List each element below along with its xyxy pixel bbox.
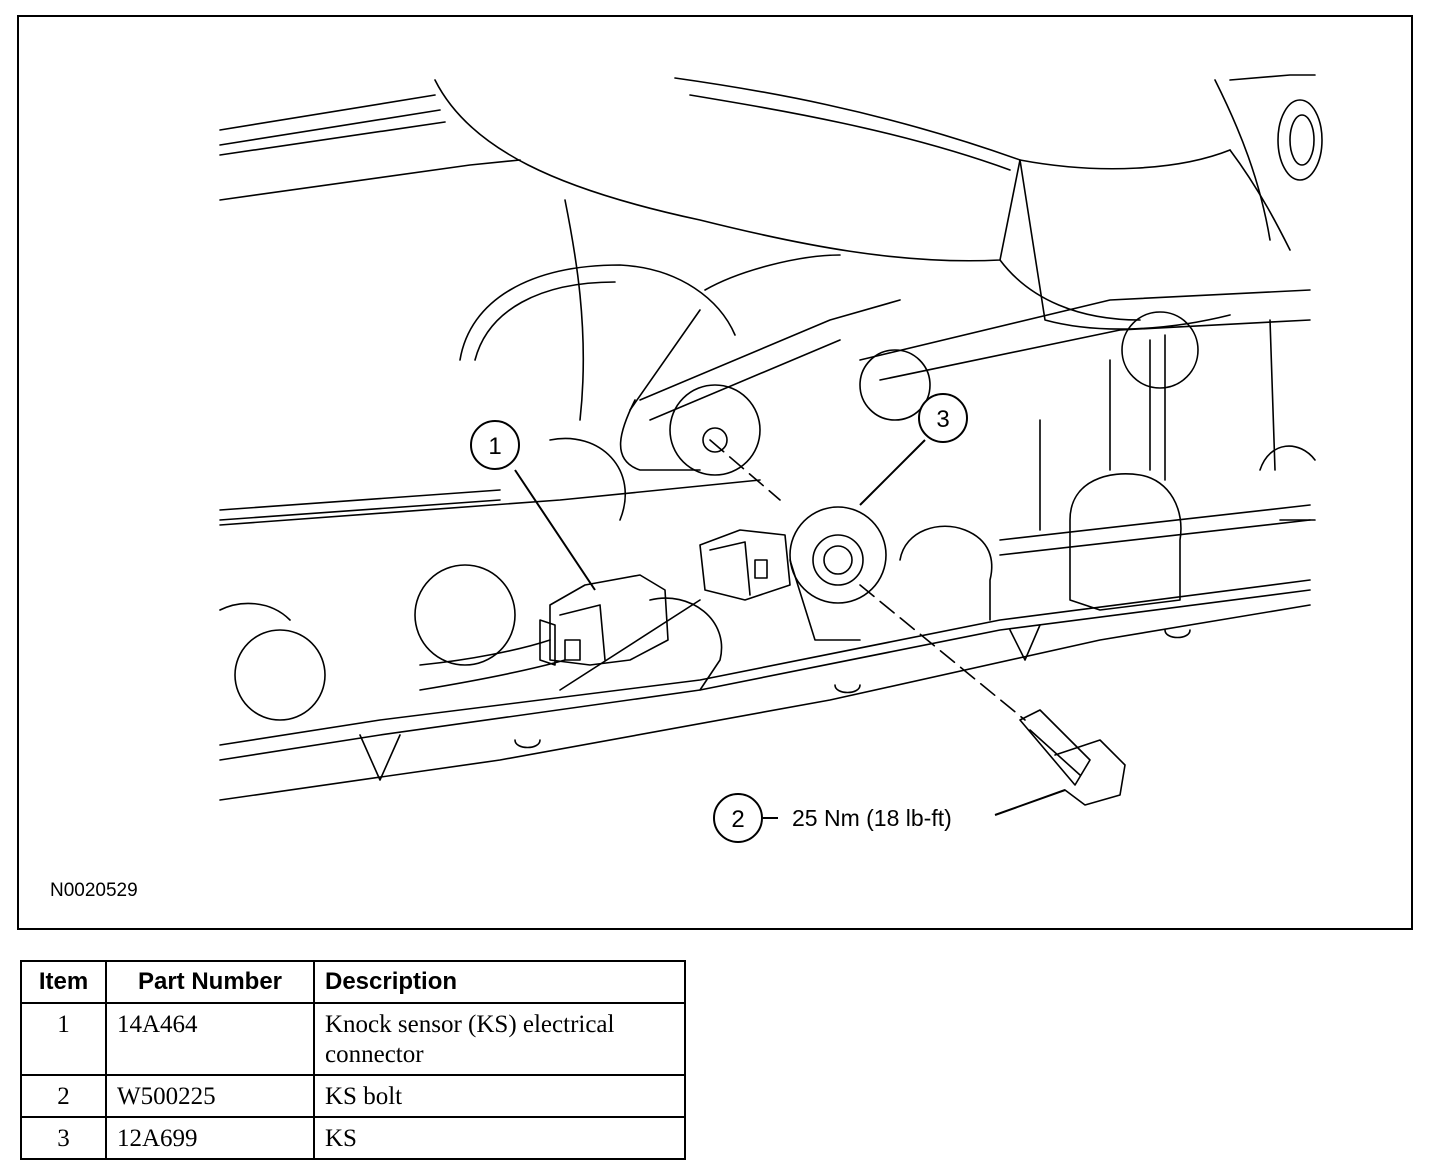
wire-harness [559, 599, 701, 691]
parts-table: Item Part Number Description 1 14A464 Kn… [20, 960, 686, 1160]
runner-boss [899, 525, 993, 621]
throttle-ring [1277, 99, 1323, 181]
manifold-rail-line [219, 109, 441, 146]
engine-illustration: 1 3 2 25 Nm (18 lb-ft) [219, 74, 1323, 843]
row-description: KS [313, 1116, 686, 1160]
figure-frame [17, 15, 1413, 930]
lower-rail-line [219, 489, 501, 511]
manifold-rail-line [219, 94, 436, 131]
ks-electrical-connector [564, 639, 581, 661]
knock-sensor-pigtail [699, 529, 791, 601]
intake-housing-outline [1229, 149, 1291, 251]
support-rib [649, 339, 841, 421]
callout-leader-2-part [994, 789, 1066, 816]
row-part-number: 12A699 [105, 1116, 315, 1160]
support-rib [879, 319, 1311, 381]
lower-rail-line [999, 504, 1311, 541]
throttle-ring [1289, 114, 1315, 166]
support-rib [639, 299, 901, 401]
row-item: 2 [20, 1074, 107, 1118]
support-rib [1269, 319, 1276, 471]
svg-text:2: 2 [731, 806, 744, 833]
callout-leader-1 [514, 469, 596, 591]
intake-housing-outline [689, 94, 1011, 171]
mounting-tab [514, 739, 541, 749]
table-row: 2 W500225 KS bolt [20, 1074, 686, 1118]
callout-3: 3 [918, 393, 968, 443]
lower-rail-line [219, 479, 761, 526]
ks-electrical-connector [539, 619, 556, 666]
runner-line [629, 309, 701, 411]
row-item: 1 [20, 1002, 107, 1076]
bolt-centerline [709, 439, 1026, 721]
mounting-boss [702, 427, 728, 453]
runner-boss [1259, 445, 1316, 471]
mounting-tab [359, 734, 401, 781]
ks-bolt [1019, 709, 1091, 786]
mounting-tab [1164, 629, 1191, 639]
torque-spec-label: 25 Nm (18 lb-ft) [792, 805, 952, 831]
wire-harness [419, 659, 566, 691]
svg-text:3: 3 [936, 406, 949, 433]
row-part-number: 14A464 [105, 1002, 315, 1076]
runner-line [704, 254, 841, 291]
runner-arc [474, 281, 616, 361]
ks-electrical-connector [559, 604, 606, 661]
lower-rail-line [219, 579, 1311, 746]
ks-electrical-connector [549, 574, 669, 666]
lower-rail-line [219, 499, 501, 521]
mounting-tab [1009, 624, 1041, 661]
lower-rail-line [219, 589, 1311, 761]
runner-boss [234, 629, 326, 721]
mounting-boss [619, 399, 701, 471]
knock-sensor [823, 545, 853, 575]
ks-bolt [1054, 739, 1126, 806]
runner-arc [459, 264, 736, 361]
runner-boss [414, 564, 516, 666]
intake-housing-outline [434, 79, 1021, 262]
lower-rail-line [219, 604, 1311, 801]
intake-housing-outline [1214, 79, 1271, 241]
manifold-rail-line [219, 121, 446, 156]
row-item: 3 [20, 1116, 107, 1160]
intake-housing-outline [674, 77, 1231, 170]
mounting-boss [859, 349, 931, 421]
mounting-boss [1121, 311, 1199, 389]
table-row: 1 14A464 Knock sensor (KS) electrical co… [20, 1002, 686, 1076]
row-description: Knock sensor (KS) electrical connector [313, 1002, 686, 1076]
lower-rail-line [999, 519, 1311, 556]
table-header-row: Item Part Number Description [20, 960, 686, 1004]
support-rib [859, 289, 1311, 361]
manifold-rail-line [219, 159, 521, 201]
runner-line [564, 199, 585, 421]
ks-bolt [1029, 729, 1081, 776]
knock-sensor [789, 506, 887, 604]
mounting-tab [834, 684, 861, 694]
header-description: Description [313, 960, 686, 1004]
callout-leader-3 [859, 439, 926, 506]
row-description: KS bolt [313, 1074, 686, 1118]
intake-housing-outline [1229, 74, 1316, 81]
mounting-boss [549, 437, 626, 521]
figure-id: N0020529 [50, 880, 138, 901]
svg-text:1: 1 [488, 433, 501, 460]
callout-2: 2 25 Nm (18 lb-ft) [713, 793, 952, 843]
intake-housing-outline [1019, 159, 1231, 330]
mounting-boss [669, 384, 761, 476]
knock-sensor-pigtail [754, 559, 768, 579]
row-part-number: W500225 [105, 1074, 315, 1118]
runner-boss [219, 602, 291, 621]
table-row: 3 12A699 KS [20, 1116, 686, 1160]
knock-sensor [789, 559, 861, 641]
callout-1: 1 [470, 420, 520, 470]
runner-boss [1069, 473, 1182, 611]
header-part-number: Part Number [105, 960, 315, 1004]
knock-sensor [812, 534, 864, 586]
header-item: Item [20, 960, 107, 1004]
intake-housing-outline [999, 259, 1141, 321]
knock-sensor-pigtail [709, 541, 751, 596]
